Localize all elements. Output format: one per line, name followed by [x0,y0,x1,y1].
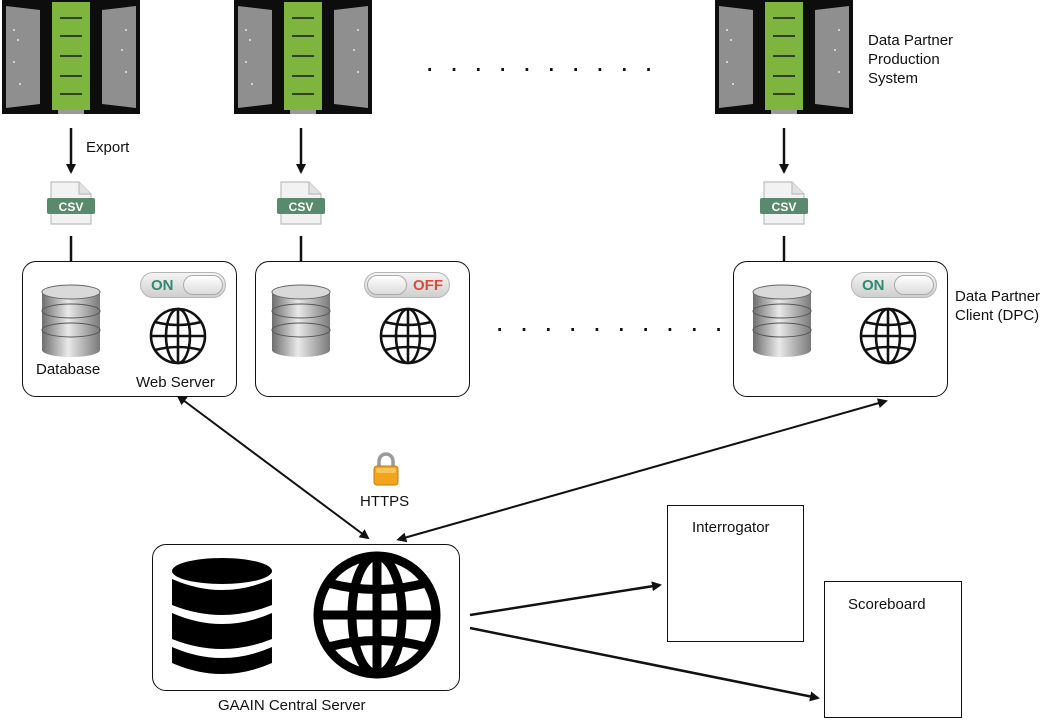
production-server-1 [2,0,140,114]
server-rack-icon [238,2,368,114]
database-icon [172,558,272,674]
toggle-knob [894,275,934,295]
csv-file-1: CSV [47,180,95,226]
server-rack-icon [6,2,136,114]
database-label: Database [36,361,101,378]
server-rack-icon [719,2,849,114]
csv-file-2: CSV [277,180,325,226]
csv-file-3: CSV [760,180,808,226]
interrogator-label: Interrogator [692,519,770,536]
to-scoreboard-arrow [469,626,820,702]
https-label: HTTPS [360,493,410,510]
ellipsis-middle: ·········· [495,312,739,343]
central-server-label: GAAIN Central Server [218,697,366,714]
ellipsis-top: ·········· [425,52,669,83]
database-icon [271,284,331,357]
toggle-on-text: ON [862,277,885,294]
toggle-off-text: OFF [413,277,443,294]
toggle-knob [183,275,223,295]
scoreboard-label: Scoreboard [848,596,926,613]
interrogator-box: Interrogator [667,505,804,642]
export-label: Export [86,139,130,156]
lock-icon [373,452,399,486]
toggle-switch-off[interactable]: OFF [364,272,450,298]
toggle-switch-on-1[interactable]: ON [140,272,226,298]
csv-tag: CSV [772,200,797,214]
web-server-label: Web Server [136,374,215,391]
production-server-2 [234,0,372,114]
database-icon [752,284,812,357]
toggle-knob [367,275,407,295]
globe-icon [379,307,437,365]
csv-file-icon: CSV [760,181,808,225]
https-link-2 [396,398,888,543]
scoreboard-box: Scoreboard [824,581,962,718]
production-system-label: Data Partner Production System [868,32,954,87]
csv-tag: CSV [289,200,314,214]
toggle-switch-on-3[interactable]: ON [851,272,937,298]
globe-icon [313,551,441,679]
toggle-on-text: ON [151,277,174,294]
https-link-1 [176,395,370,540]
production-server-3 [715,0,853,114]
to-interrogator-arrow [469,581,662,617]
globe-icon [859,307,917,365]
dpc-label: Data Partner Client (DPC) [955,288,1041,324]
globe-icon [149,307,207,365]
csv-tag: CSV [59,200,84,214]
csv-file-icon: CSV [277,181,325,225]
database-icon [41,284,101,357]
csv-file-icon: CSV [47,181,95,225]
